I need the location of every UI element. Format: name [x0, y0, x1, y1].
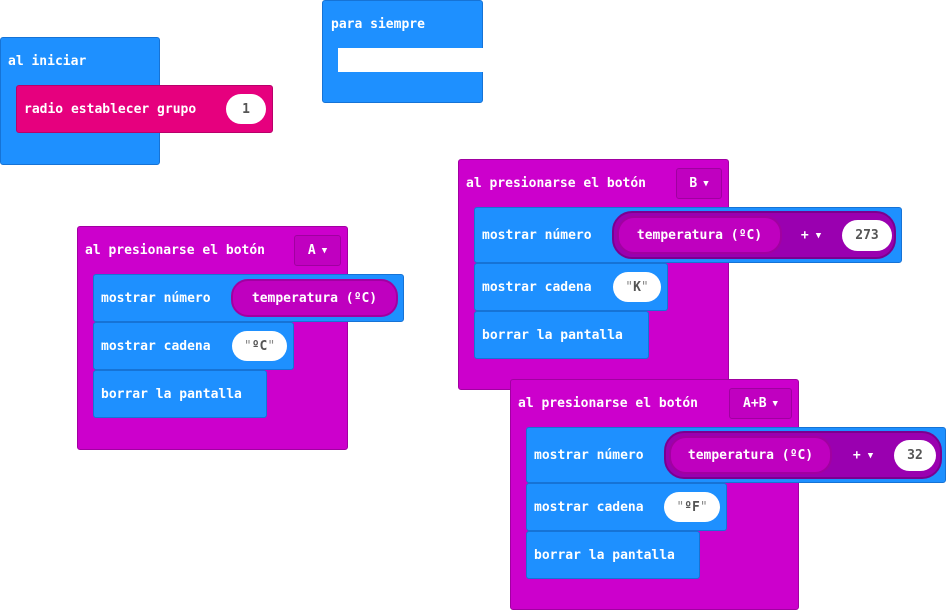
- button-b-value: B: [689, 176, 698, 191]
- operator-dropdown-b[interactable]: + ▼: [788, 220, 834, 251]
- operand-input-b[interactable]: 273: [842, 220, 892, 251]
- clear-screen-block-b[interactable]: [474, 311, 649, 359]
- button-ab-dropdown[interactable]: A+B ▼: [729, 388, 792, 419]
- clear-screen-block-ab[interactable]: [526, 531, 700, 579]
- show-string-label-ab: mostrar cadena: [534, 500, 644, 515]
- caret-down-icon: ▼: [867, 450, 874, 461]
- caret-down-icon: ▼: [815, 230, 822, 241]
- show-number-label-b: mostrar número: [482, 228, 592, 243]
- clear-screen-label-a: borrar la pantalla: [101, 387, 242, 402]
- button-a-value: A: [307, 243, 316, 258]
- show-number-label-ab: mostrar número: [534, 448, 644, 463]
- show-number-label-a: mostrar número: [101, 291, 211, 306]
- radio-group-input[interactable]: 1: [226, 94, 266, 124]
- caret-down-icon: ▼: [772, 398, 778, 409]
- button-b-dropdown[interactable]: B ▼: [676, 168, 722, 199]
- string-input-b[interactable]: K: [613, 272, 661, 302]
- forever-slot: [338, 48, 483, 72]
- button-a-dropdown[interactable]: A ▼: [294, 235, 341, 266]
- forever-label: para siempre: [331, 17, 425, 32]
- on-button-ab-label: al presionarse el botón: [518, 396, 699, 411]
- show-string-block-ab[interactable]: [526, 483, 727, 531]
- temperature-reporter-ab[interactable]: temperatura (ºC): [669, 436, 832, 474]
- temperature-reporter-b[interactable]: temperatura (ºC): [617, 216, 782, 254]
- show-string-label-b: mostrar cadena: [482, 280, 592, 295]
- operator-value-b: +: [800, 228, 809, 243]
- show-string-label-a: mostrar cadena: [101, 339, 211, 354]
- operator-dropdown-ab[interactable]: + ▼: [840, 440, 886, 471]
- string-input-a[interactable]: ºC: [232, 331, 287, 361]
- on-button-a-label: al presionarse el botón: [85, 243, 266, 258]
- clear-screen-block-a[interactable]: [93, 370, 267, 418]
- string-input-ab[interactable]: ºF: [664, 492, 720, 522]
- caret-down-icon: ▼: [321, 245, 328, 256]
- temperature-reporter-a[interactable]: temperatura (ºC): [231, 279, 398, 317]
- on-start-label: al iniciar: [8, 54, 87, 69]
- on-button-b-label: al presionarse el botón: [466, 176, 647, 191]
- operator-value-ab: +: [852, 448, 861, 463]
- caret-down-icon: ▼: [703, 178, 709, 189]
- radio-set-group-label: radio establecer grupo: [24, 102, 197, 117]
- clear-screen-label-ab: borrar la pantalla: [534, 548, 675, 563]
- operand-input-ab[interactable]: 32: [894, 440, 936, 471]
- button-ab-value: A+B: [743, 396, 767, 411]
- clear-screen-label-b: borrar la pantalla: [482, 328, 623, 343]
